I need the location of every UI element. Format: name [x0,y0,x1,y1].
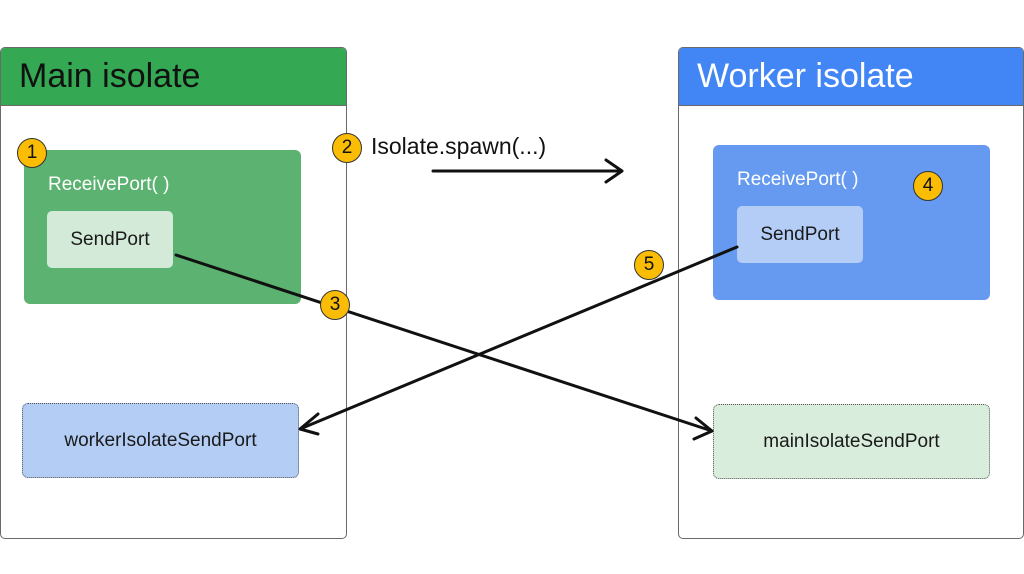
step-badge-4: 4 [913,171,943,201]
worker-isolate-title: Worker isolate [679,48,1023,106]
main-isolate-title: Main isolate [1,48,346,106]
worker-receive-port-label: ReceivePort( ) [737,169,859,190]
worker-isolate-send-port-variable: workerIsolateSendPort [22,403,299,478]
worker-send-port-box: SendPort [737,206,863,263]
step-badge-2: 2 [332,133,362,163]
isolate-spawn-label: Isolate.spawn(...) [371,133,547,159]
main-to-worker-arrow [174,253,714,441]
main-isolate-send-port-variable: mainIsolateSendPort [713,404,990,479]
step-badge-1: 1 [17,138,47,168]
step-badge-5: 5 [634,250,664,280]
main-send-port-box: SendPort [47,211,173,268]
main-receive-port-label: ReceivePort( ) [48,174,170,195]
worker-to-main-arrow [298,245,739,436]
spawn-arrow [431,158,624,184]
step-badge-3: 3 [320,290,350,320]
